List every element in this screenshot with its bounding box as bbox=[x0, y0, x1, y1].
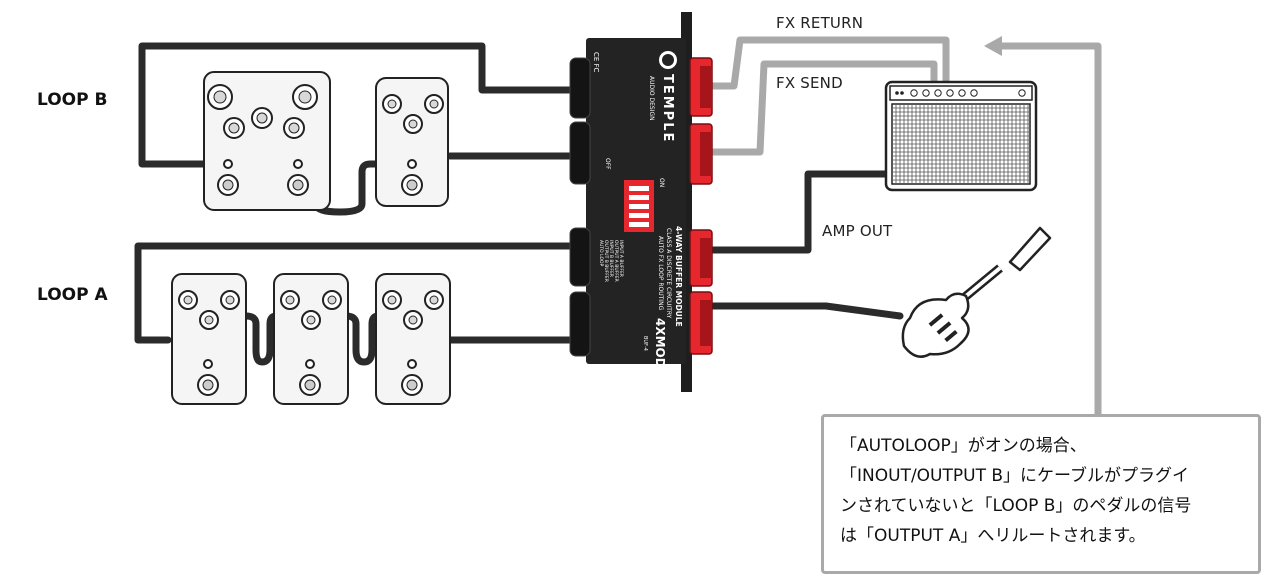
note-line: 「INOUT/OUTPUT B」にケーブルがプラグイ bbox=[840, 466, 1189, 486]
loop-a-pedal-2 bbox=[273, 273, 349, 405]
module-subtitle-1: CLASS A DISCRETE CIRCUITRY bbox=[665, 228, 672, 319]
fx-send-label: FX SEND bbox=[776, 74, 843, 92]
module-subtitle-2: AUTO FX LOOP ROUTING bbox=[657, 236, 664, 311]
loop-b-send-cable bbox=[138, 42, 578, 168]
loop-a-send-cable bbox=[134, 242, 578, 344]
loop-a-label: LOOP A bbox=[37, 285, 108, 305]
dip-label: INPUT B BUFFER bbox=[608, 240, 614, 277]
dip-label: AUTO LOOP bbox=[598, 240, 604, 267]
loop-a-pedal-3 bbox=[375, 273, 451, 405]
guitar-cable bbox=[708, 302, 904, 320]
note-line: 「AUTOLOOP」がオンの場合、 bbox=[840, 436, 1087, 456]
module-model: 4XMOD bbox=[653, 318, 667, 368]
dip-label: INPUT A BUFFER bbox=[618, 240, 624, 277]
buffer-module bbox=[569, 12, 713, 392]
amp-grill bbox=[893, 105, 1029, 183]
dip-label: OUTPUT A BUFFER bbox=[613, 240, 619, 282]
reroute-arrow-line bbox=[996, 42, 1102, 414]
autoloop-note: 「AUTOLOOP」がオンの場合、 「INOUT/OUTPUT B」にケーブルが… bbox=[821, 414, 1261, 574]
fx-cables bbox=[712, 36, 1102, 414]
module-title: 4-WAY BUFFER MODULE bbox=[674, 226, 683, 327]
amp-out-label: AMP OUT bbox=[822, 222, 893, 240]
loop-b-label: LOOP B bbox=[37, 90, 108, 110]
note-line: ンされていないと「LOOP B」のペダルの信号 bbox=[840, 496, 1192, 516]
loop-a-pedal-1 bbox=[171, 273, 247, 405]
module-brand-sub: AUDIO DESIGN bbox=[648, 76, 655, 121]
amp-out-cable bbox=[708, 170, 892, 254]
dip-on-label: ON bbox=[658, 178, 665, 187]
note-line: は「OUTPUT A」へリルートされます。 bbox=[840, 526, 1146, 546]
fx-return-label: FX RETURN bbox=[776, 14, 864, 32]
fx-return-cable bbox=[712, 36, 950, 90]
dip-label: OUTPUT B BUFFER bbox=[603, 240, 609, 282]
module-brand: TEMPLE bbox=[660, 74, 675, 143]
amplifier-icon bbox=[884, 80, 1038, 192]
reroute-arrow-head bbox=[984, 36, 1002, 56]
loop-b-dual-pedal bbox=[203, 71, 331, 211]
guitar-icon bbox=[901, 226, 1052, 358]
module-text: TEMPLE AUDIO DESIGN CE FC 4-WAY BUFFER M… bbox=[592, 52, 683, 368]
module-ce: CE FC bbox=[592, 52, 600, 73]
dip-off-label: OFF bbox=[604, 158, 611, 170]
fx-send-cable bbox=[712, 60, 938, 156]
loop-b-pedal bbox=[375, 77, 449, 207]
module-model-sub: BUF-4 bbox=[642, 336, 648, 351]
